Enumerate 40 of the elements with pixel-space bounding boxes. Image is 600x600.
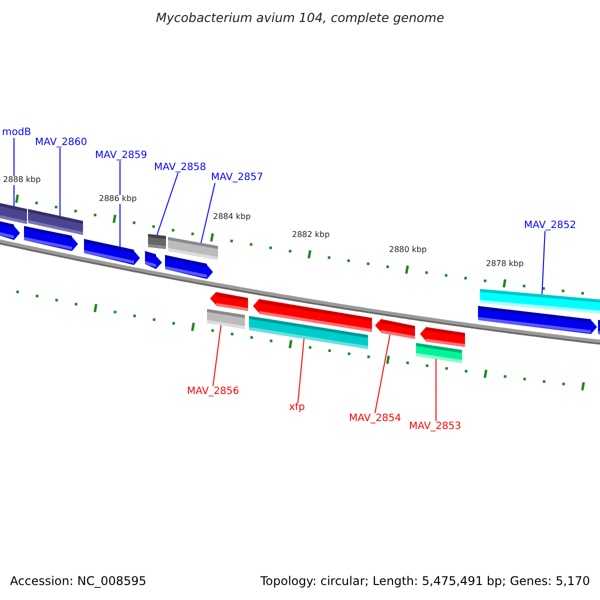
gene-feature [24, 226, 78, 251]
gene-bar [416, 343, 462, 363]
footer-text: Accession: NC_008595 [10, 575, 146, 588]
scale-label: 2882 kbp [292, 231, 330, 240]
footer-text: Topology: circular; Length: 5,475,491 bp; Genes: 5,170 [260, 575, 590, 588]
gene-bar [249, 316, 368, 349]
leader-line [200, 182, 216, 244]
scale-label: 2886 kbp [99, 195, 137, 204]
gene-feature [165, 255, 213, 279]
gene-bar [148, 234, 166, 249]
gene-feature [478, 306, 597, 334]
gene-feature [375, 319, 415, 339]
gene-label: MAV_2858 [154, 162, 206, 173]
gene-label: xfp [289, 402, 305, 413]
gene-label: MAV_2857 [211, 172, 264, 183]
gene-bar [207, 309, 245, 329]
scale-label: 2884 kbp [213, 213, 251, 222]
leader-line [542, 230, 546, 295]
gene-bar [168, 237, 218, 260]
gene-feature [420, 327, 465, 347]
leader-line [298, 338, 304, 402]
gene-label: MAV_2852 [524, 220, 576, 231]
gene-label: MAV_2859 [95, 150, 148, 161]
leader-line [212, 324, 222, 386]
gene-feature [145, 251, 162, 269]
gene-label: MAV_2860 [35, 137, 88, 148]
scale-label: 2888 kbp [3, 176, 41, 185]
gene-bar [0, 202, 27, 224]
gene-label: MAV_2856 [187, 386, 240, 397]
scale-label: 2878 kbp [486, 260, 524, 269]
scale-label: 2880 kbp [389, 246, 427, 255]
leader-line [374, 334, 390, 414]
gene-label: modB [2, 127, 32, 138]
title: Mycobacterium avium 104, complete genome [154, 10, 446, 25]
gene-label: MAV_2854 [349, 413, 402, 424]
gene-feature [210, 292, 248, 311]
gene-feature [0, 220, 20, 240]
leader-line [156, 172, 178, 236]
gene-label: MAV_2853 [409, 421, 462, 432]
gene-feature [84, 239, 140, 265]
